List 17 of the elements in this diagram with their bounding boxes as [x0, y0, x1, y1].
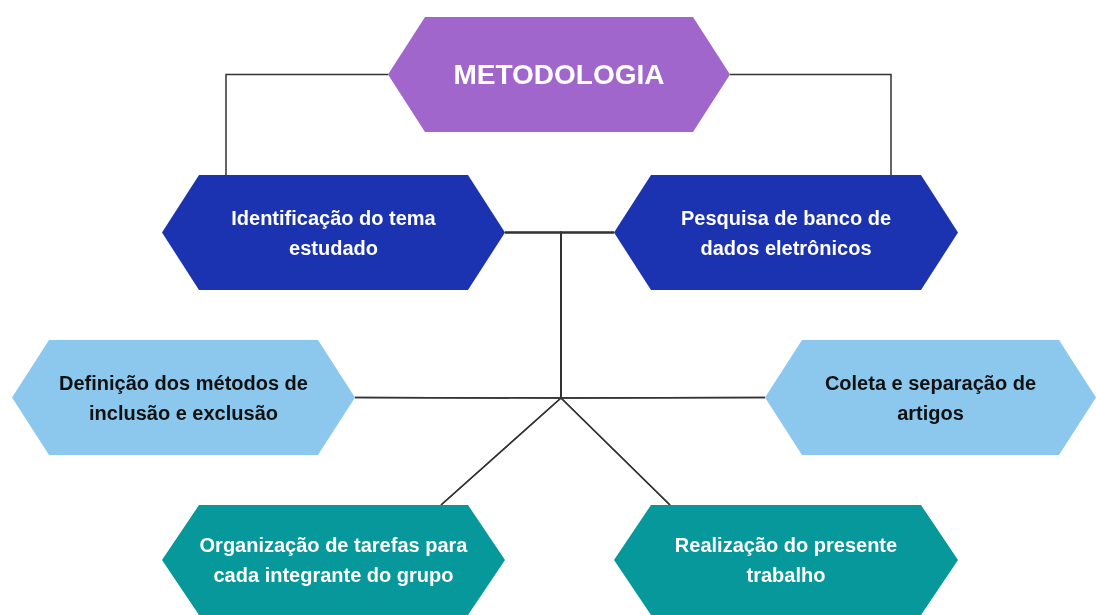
node-label: METODOLOGIA	[453, 57, 665, 92]
hexagon-node	[765, 340, 1096, 455]
node-label: Definição dos métodos de inclusão e exclusão	[58, 370, 309, 426]
connector-line	[560, 231, 671, 506]
hexagon-node	[388, 17, 730, 132]
node-label: Realização do presente trabalho	[673, 533, 899, 588]
hexagon-node	[614, 175, 958, 290]
node-label: Identificação do tema estudado	[230, 205, 437, 261]
node-label: Coleta e separação de artigos	[823, 370, 1038, 426]
node-label: Pesquisa de banco de dados eletrônicos	[679, 205, 893, 261]
hexagon-node	[614, 505, 958, 615]
connector-line	[225, 73, 389, 176]
connector-line	[729, 73, 892, 176]
hexagon-node	[162, 505, 505, 615]
hexagon-node	[162, 175, 505, 290]
node-label: Organização de tarefas para cada integrante do grupo	[198, 533, 469, 588]
hexagon-node	[12, 340, 355, 455]
